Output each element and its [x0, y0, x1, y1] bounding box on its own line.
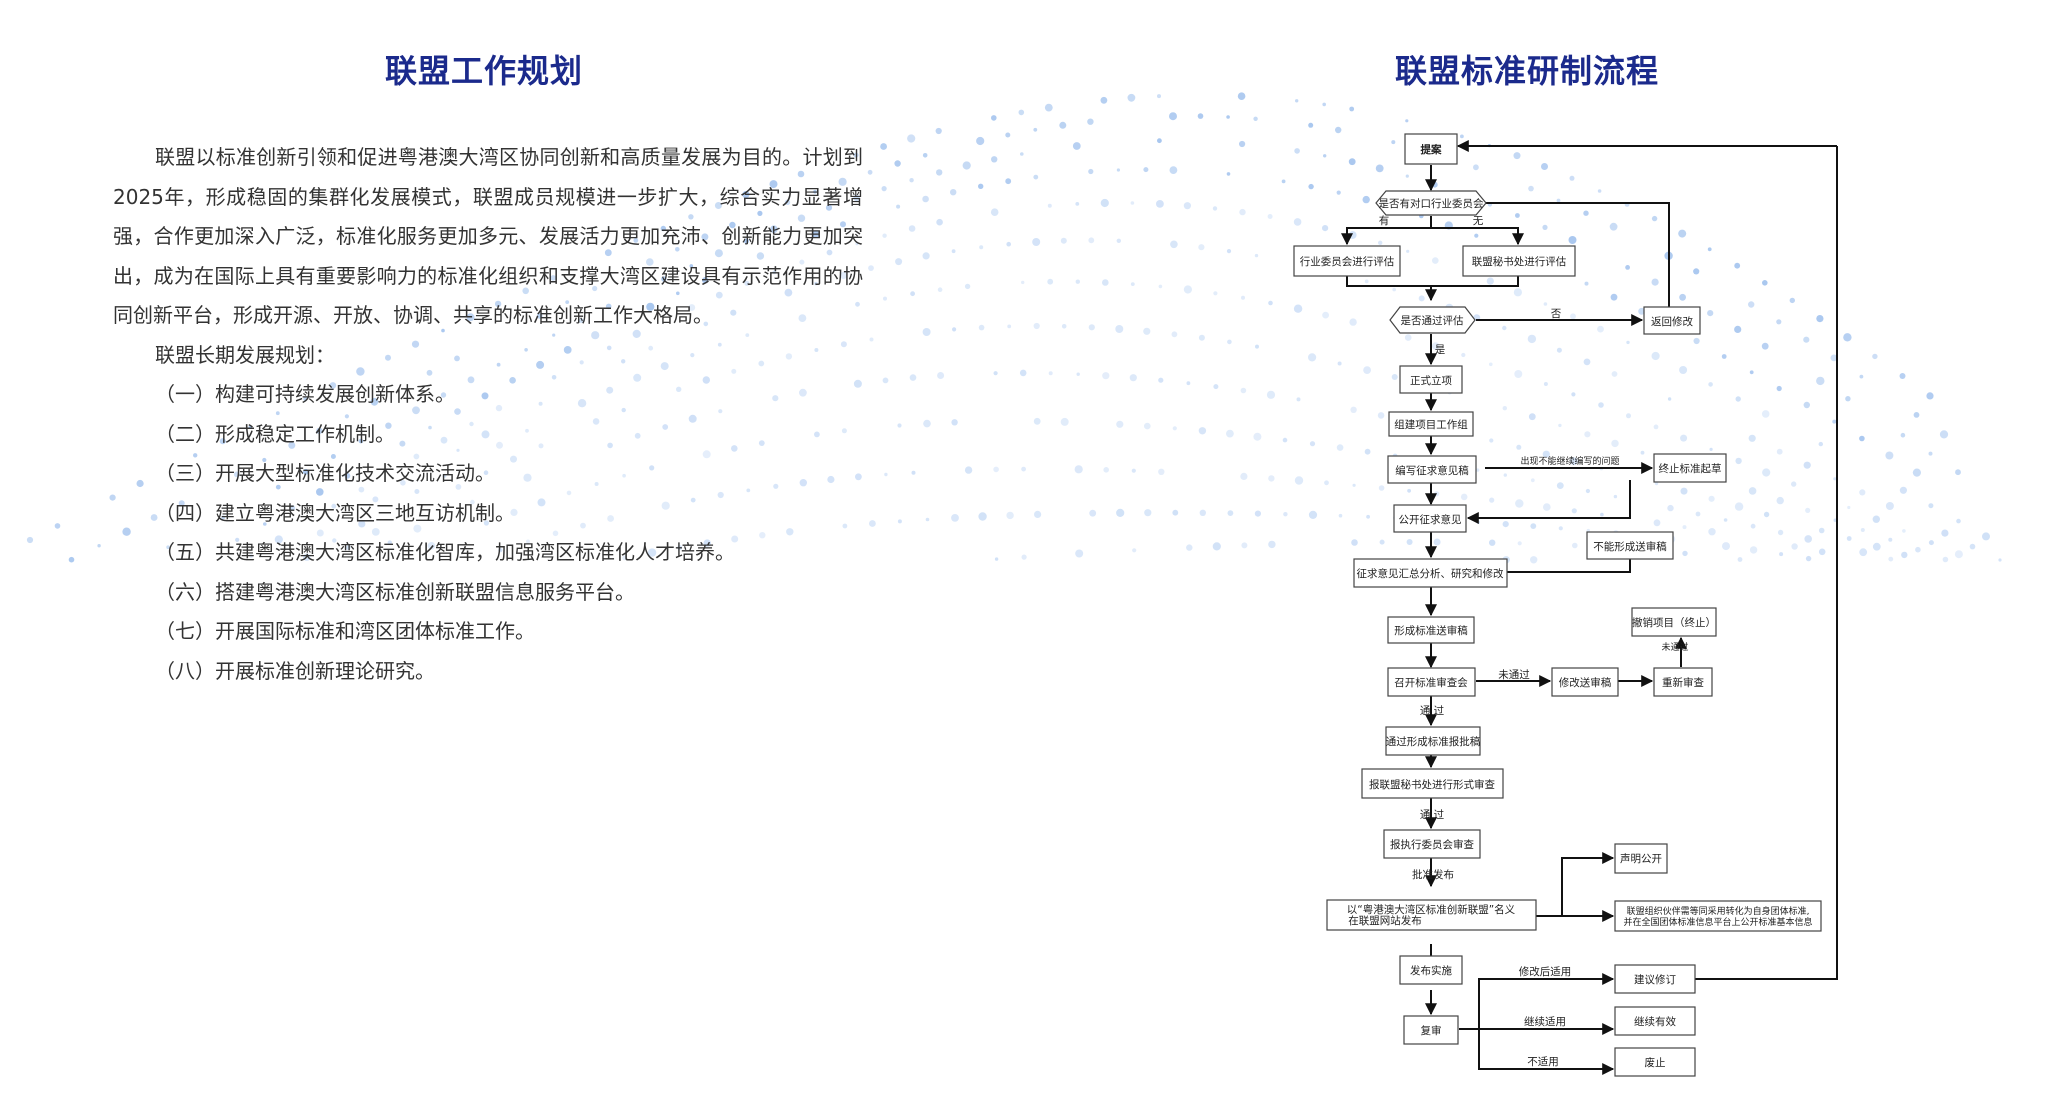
flow-label-pass2: 通 过 [1420, 808, 1445, 821]
flow-label-fail: 未通过 [1498, 668, 1530, 681]
svg-text:是否通过评估: 是否通过评估 [1401, 314, 1464, 327]
svg-text:重新审查: 重新审查 [1662, 676, 1704, 689]
flow-label-no: 无 [1473, 215, 1484, 227]
svg-text:正式立项: 正式立项 [1410, 374, 1452, 387]
flow-node-abolish: 废止 [1614, 1047, 1696, 1077]
svg-text:在联盟网站发布: 在联盟网站发布 [1348, 914, 1422, 927]
svg-text:并在全国团体标准信息平台上公开标准基本信息: 并在全国团体标准信息平台上公开标准基本信息 [1623, 916, 1812, 928]
plan-item-7: （七）开展国际标准和湾区团体标准工作。 [155, 619, 535, 643]
svg-text:报执行委员会审查: 报执行委员会审查 [1390, 838, 1474, 851]
flow-node-cannot-form: 不能形成送审稿 [1586, 531, 1674, 560]
flow-node-submit-secretariat: 报联盟秘书处进行形式审查 [1361, 768, 1504, 799]
flow-node-continue-valid: 继续有效 [1614, 1006, 1696, 1036]
svg-text:行业委员会进行评估: 行业委员会进行评估 [1300, 255, 1395, 268]
plan-item-5: （五）共建粤港澳大湾区标准化智库，加强湾区标准化人才培养。 [155, 540, 735, 564]
flow-node-draft: 编写征求意见稿 [1387, 455, 1477, 484]
svg-text:不能形成送审稿: 不能形成送审稿 [1593, 540, 1667, 553]
flow-decision-pass: 是否通过评估 [1389, 306, 1476, 334]
flow-label-reject: 否 [1551, 308, 1562, 320]
flow-label-pass1: 通 过 [1420, 704, 1445, 717]
flow-node-implement: 发布实施 [1399, 955, 1463, 985]
flow-node-declare-public: 声明公开 [1614, 843, 1668, 874]
plan-item-6: （六）搭建粤港澳大湾区标准创新联盟信息服务平台。 [155, 579, 635, 604]
flow-node-form-review: 形成标准送审稿 [1387, 616, 1475, 644]
work-plan-intro: 联盟以标准创新引领和促进粤港澳大湾区协同创新和高质量发展为目的。计划到2025年… [113, 145, 863, 327]
plan-item-2: （二）形成稳定工作机制。 [155, 421, 395, 446]
plan-item-8: （八）开展标准创新理论研究。 [155, 658, 435, 683]
svg-text:建议修订: 建议修订 [1634, 973, 1676, 986]
flow-label-continue: 继续适用 [1524, 1015, 1566, 1028]
flow-node-approval-draft: 通过形成标准报批稿 [1385, 726, 1481, 756]
svg-text:修改送审稿: 修改送审稿 [1559, 676, 1612, 689]
work-plan-body: 联盟以标准创新引领和促进粤港澳大湾区协同创新和高质量发展为目的。计划到2025年… [113, 138, 863, 691]
flow-node-suggest-revise: 建议修订 [1614, 964, 1696, 994]
flow-decision-committee: 是否有对口行业委员会 [1375, 190, 1487, 216]
flow-node-partner-adopt: 联盟组织伙伴需等同采用转化为自身团体标准, 并在全国团体标准信息平台上公开标准基… [1614, 900, 1822, 932]
flow-label-not-apply: 不适用 [1527, 1056, 1559, 1068]
svg-text:编写征求意见稿: 编写征求意见稿 [1395, 464, 1469, 477]
flow-node-public-comment: 公开征求意见 [1393, 504, 1467, 533]
standard-process-title: 联盟标准研制流程 [1395, 52, 1660, 90]
svg-text:联盟组织伙伴需等同采用转化为自身团体标准,: 联盟组织伙伴需等同采用转化为自身团体标准, [1627, 905, 1810, 917]
flow-node-publish: 以“粤港澳大湾区标准创新联盟”名义 在联盟网站发布 [1326, 899, 1537, 931]
svg-text:返回修改: 返回修改 [1651, 315, 1693, 328]
flow-node-form-group: 组建项目工作组 [1388, 411, 1474, 437]
standard-process-flowchart: 提案 是否有对口行业委员会 有 无 行业委员会进行评估 联盟秘书处进行评估 是否… [1293, 133, 1838, 1077]
flow-node-return-modify: 返回修改 [1643, 306, 1701, 335]
svg-text:召开标准审查会: 召开标准审查会 [1394, 676, 1468, 689]
flow-node-review-meeting: 召开标准审查会 [1387, 667, 1476, 697]
flow-node-submit-exec: 报执行委员会审查 [1383, 829, 1481, 859]
plan-item-1: （一）构建可持续发展创新体系。 [155, 382, 455, 406]
svg-text:声明公开: 声明公开 [1620, 852, 1662, 865]
plan-item-3: （三）开展大型标准化技术交流活动。 [155, 461, 495, 485]
svg-text:征求意见汇总分析、研究和修改: 征求意见汇总分析、研究和修改 [1357, 567, 1504, 580]
svg-text:报联盟秘书处进行形式审查: 报联盟秘书处进行形式审查 [1369, 778, 1495, 791]
flow-label-accept: 是 [1435, 344, 1446, 356]
svg-text:撤销项目（终止）: 撤销项目（终止） [1632, 616, 1716, 629]
svg-text:废止: 废止 [1645, 1056, 1666, 1069]
flow-label-modify-apply: 修改后适用 [1519, 965, 1572, 978]
flow-label-fail2: 未通过 [1661, 641, 1688, 653]
svg-text:组建项目工作组: 组建项目工作组 [1394, 418, 1468, 431]
flow-node-recheck: 复审 [1403, 1015, 1459, 1045]
svg-text:复审: 复审 [1421, 1024, 1442, 1037]
svg-text:发布实施: 发布实施 [1410, 964, 1452, 977]
flow-node-secretariat-eval: 联盟秘书处进行评估 [1462, 245, 1576, 277]
plan-item-4: （四）建立粤港澳大湾区三地互访机制。 [155, 500, 515, 525]
svg-text:公开征求意见: 公开征求意见 [1399, 513, 1462, 526]
svg-text:联盟秘书处进行评估: 联盟秘书处进行评估 [1472, 255, 1567, 268]
flow-node-re-review: 重新审查 [1653, 667, 1713, 697]
svg-text:通过形成标准报批稿: 通过形成标准报批稿 [1386, 735, 1481, 748]
flow-node-cancel-project: 撤销项目（终止） [1631, 607, 1717, 637]
plan-heading: 联盟长期发展规划： [155, 342, 335, 367]
flow-node-committee-eval: 行业委员会进行评估 [1293, 245, 1401, 277]
flow-label-approve: 批准发布 [1412, 868, 1454, 881]
svg-text:提案: 提案 [1421, 143, 1443, 156]
svg-text:终止标准起草: 终止标准起草 [1659, 462, 1722, 475]
svg-text:继续有效: 继续有效 [1634, 1015, 1676, 1028]
svg-text:形成标准送审稿: 形成标准送审稿 [1394, 624, 1468, 637]
flow-node-formal-project: 正式立项 [1399, 365, 1463, 394]
flow-node-summarize: 征求意见汇总分析、研究和修改 [1353, 558, 1508, 588]
work-plan-title: 联盟工作规划 [385, 52, 584, 90]
flow-node-terminate: 终止标准起草 [1653, 453, 1727, 483]
flow-connectors [1341, 140, 1838, 1075]
flow-label-yes: 有 [1379, 214, 1390, 227]
flow-node-proposal: 提案 [1404, 133, 1458, 165]
svg-text:以“粤港澳大湾区标准创新联盟”名义: 以“粤港澳大湾区标准创新联盟”名义 [1347, 903, 1516, 916]
flow-node-modify-review: 修改送审稿 [1551, 667, 1619, 697]
svg-text:是否有对口行业委员会: 是否有对口行业委员会 [1379, 197, 1484, 210]
flow-label-problem: 出现不能继续编写的问题 [1520, 455, 1619, 467]
